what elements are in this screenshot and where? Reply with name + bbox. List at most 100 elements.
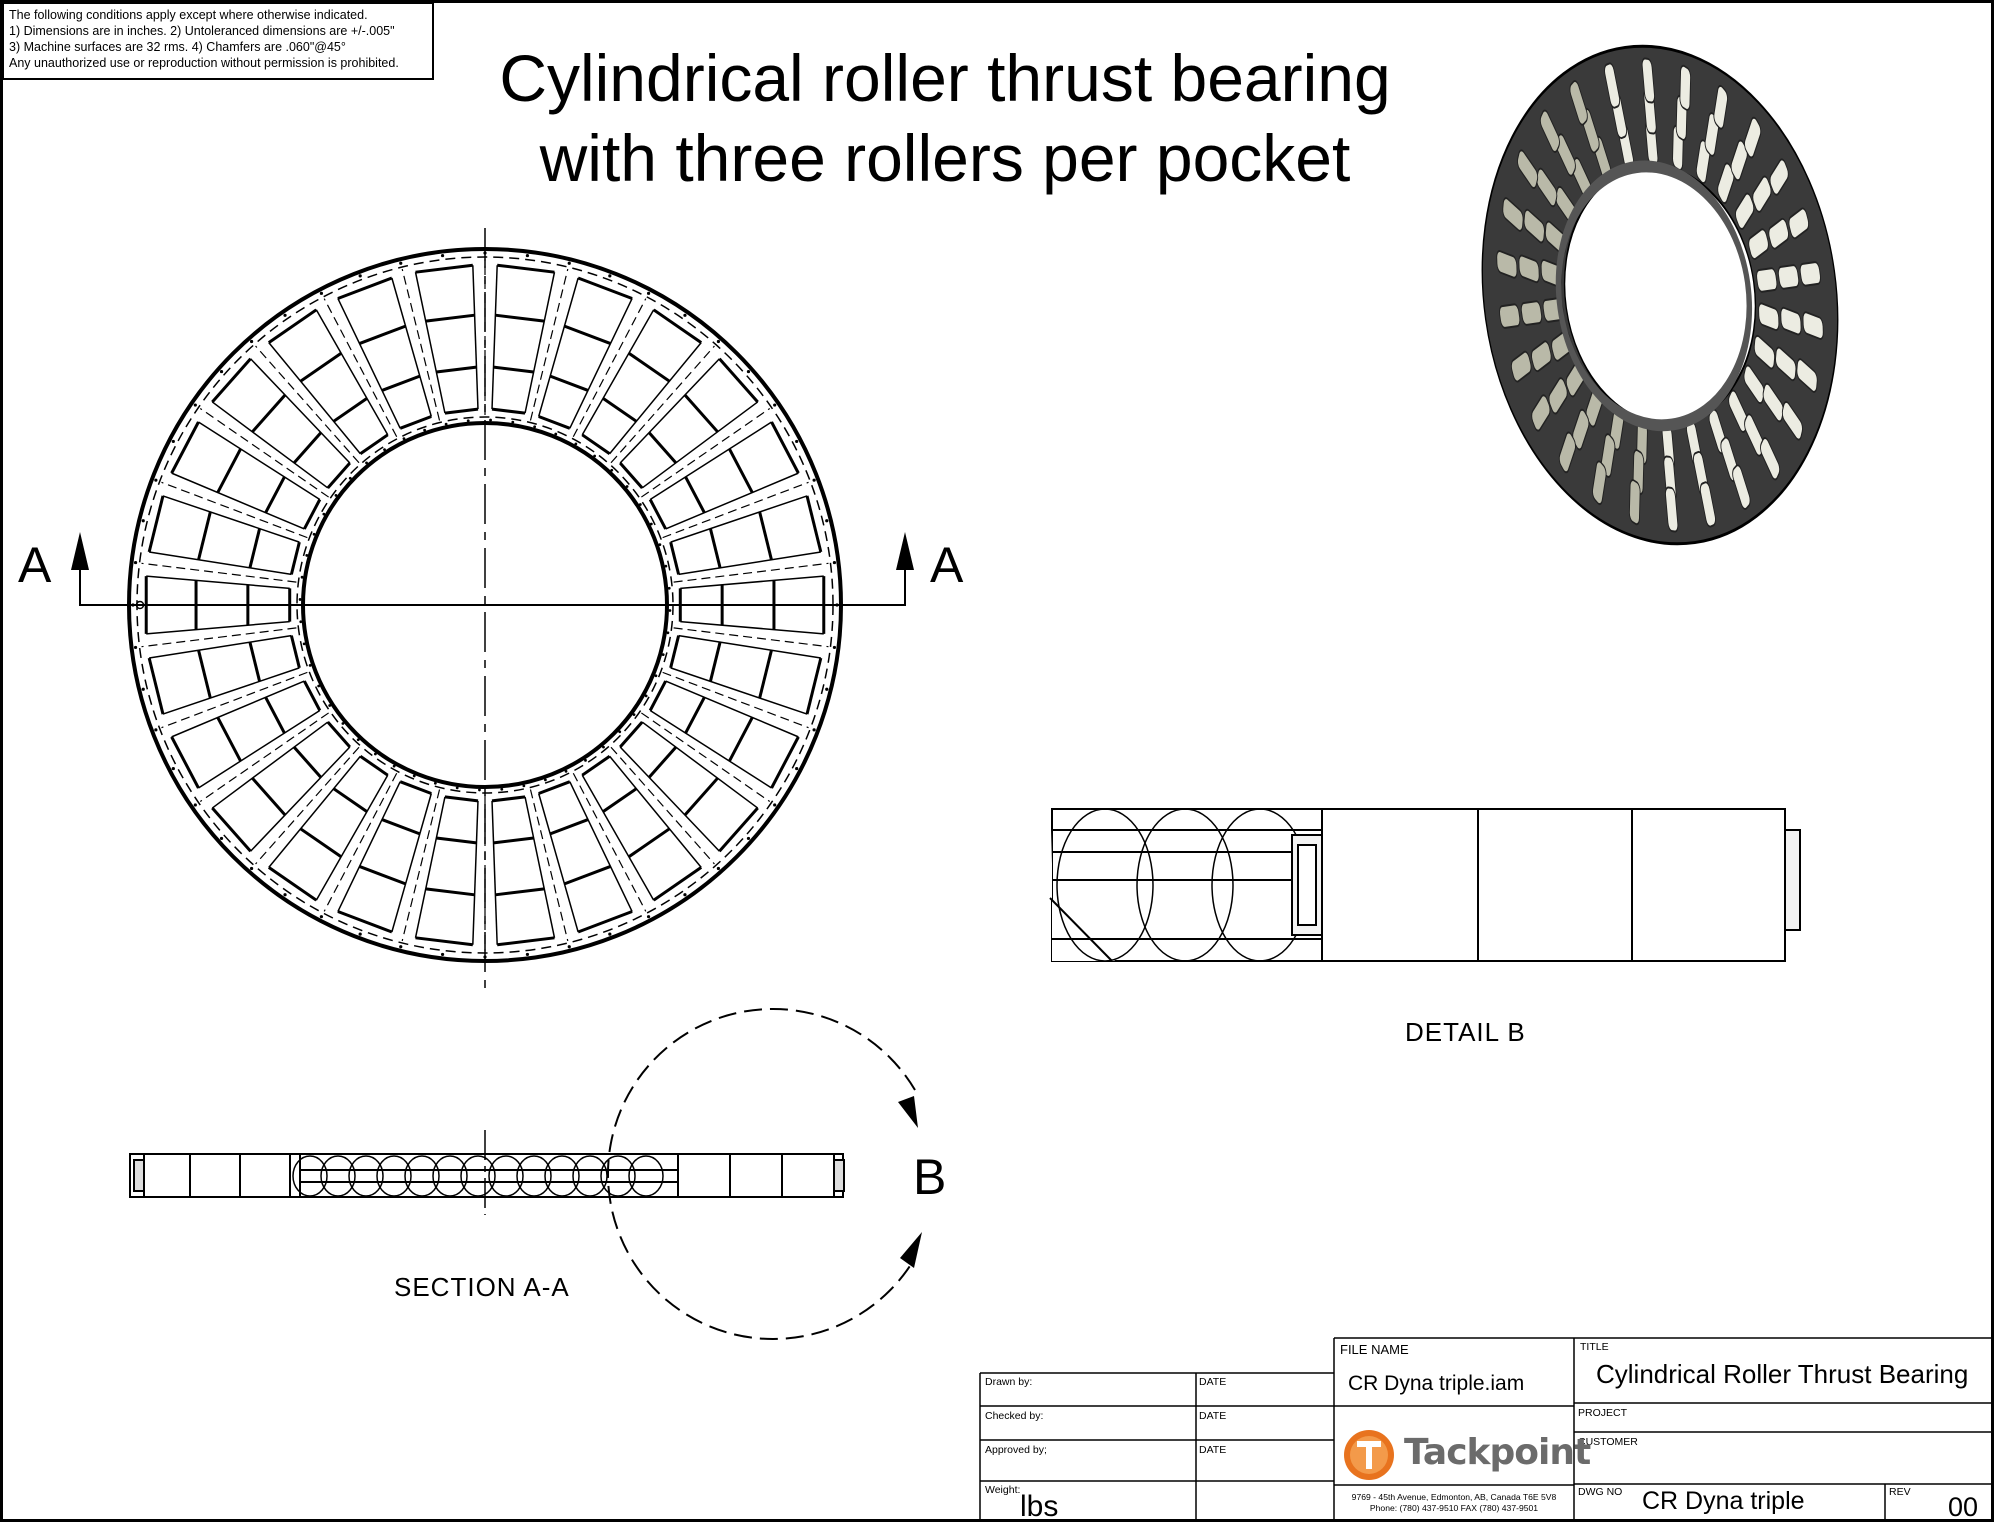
pocket-side <box>162 495 300 543</box>
roller-edge <box>381 374 421 392</box>
ring-dot <box>574 442 578 446</box>
ring-dot <box>608 932 612 936</box>
detail-cutaway <box>1050 830 1115 961</box>
iso-roller <box>1796 358 1818 393</box>
ring-dot <box>133 560 138 565</box>
pocket-side <box>524 796 556 938</box>
ring-dot <box>812 728 816 732</box>
drawing-title-line-1: Cylindrical roller thrust bearing <box>499 41 1391 115</box>
roller-edge <box>718 807 759 853</box>
roller-edge <box>496 936 555 947</box>
section-roller-ellipse <box>404 1155 440 1197</box>
pocket-side <box>250 746 351 852</box>
section-cage-right <box>833 1159 845 1192</box>
cage-separator <box>255 746 360 865</box>
ring-dot <box>632 713 636 717</box>
roller-edge <box>770 421 800 474</box>
roller-edge <box>147 657 165 715</box>
pocket-side <box>569 298 633 429</box>
roller-edge <box>358 324 407 345</box>
roller-edge <box>648 680 667 712</box>
section-arrow-left <box>71 532 89 570</box>
section-roller-ellipse <box>460 1155 496 1197</box>
roller-edge <box>170 736 200 789</box>
section-cage-left <box>133 1159 145 1192</box>
rev-label: REV <box>1889 1486 1911 1498</box>
roller-edge <box>549 818 589 836</box>
notes-line-2: 1) Dimensions are in inches. 2) Untolera… <box>9 24 395 38</box>
detail-cut-edge <box>1049 897 1113 962</box>
ring-dot <box>478 788 481 792</box>
notes-line-3: 3) Machine surfaces are 32 rms. 4) Chamf… <box>9 40 346 54</box>
ring-dot <box>154 478 158 482</box>
ring-dot <box>584 758 587 762</box>
iso-roller <box>1548 377 1568 415</box>
ring-dot <box>440 952 445 957</box>
roller-edge <box>399 780 432 795</box>
iso-roller <box>1777 264 1800 290</box>
roller-edge <box>251 777 287 817</box>
phone-line: Phone: (780) 437-9510 FAX (780) 437-9501 <box>1369 1503 1539 1513</box>
roller-edge <box>303 498 322 530</box>
ring-dot <box>334 493 338 497</box>
ring-dot <box>658 543 662 547</box>
roller-edge <box>326 721 351 748</box>
ring-dot <box>171 439 175 444</box>
pocket-side <box>569 781 633 912</box>
roller-edge <box>628 351 671 383</box>
ring-dot <box>423 428 427 432</box>
iso-roller <box>1732 464 1751 510</box>
roller-edge <box>267 308 318 344</box>
detail-arrow-bottom <box>900 1232 922 1268</box>
ring-dot <box>644 694 648 698</box>
roller-edge <box>211 807 252 853</box>
roller-edge <box>326 462 351 489</box>
ring-dot <box>812 478 816 482</box>
file-name-value: CR Dyna triple.iam <box>1348 1372 1525 1395</box>
roller-edge <box>669 541 681 575</box>
iso-roller <box>1756 267 1778 293</box>
ring-dot <box>511 420 515 424</box>
pocket-side <box>581 774 655 901</box>
ring-dot <box>664 564 668 568</box>
ring-dot <box>716 339 721 344</box>
roller-edge <box>805 495 823 553</box>
roller-edge <box>758 649 773 699</box>
roller-edge <box>415 936 474 947</box>
roller-edge <box>683 393 719 433</box>
iso-roller <box>1752 175 1772 213</box>
cage-separator <box>662 481 809 539</box>
roller-edge <box>495 887 545 897</box>
roller-edge <box>425 313 475 323</box>
cage-separator <box>141 627 297 648</box>
ring-dot <box>302 642 306 646</box>
roller-edge <box>292 746 323 779</box>
ring-dot <box>832 560 837 565</box>
roller-edge <box>436 836 477 845</box>
pocket-side <box>609 342 702 455</box>
roller-edge <box>491 407 526 415</box>
iso-roller <box>1510 350 1532 383</box>
ring-dot <box>773 803 777 807</box>
drawing-title: Cylindrical roller thrust bearing with t… <box>380 38 1510 198</box>
iso-roller <box>1744 116 1762 159</box>
ring-dot <box>433 781 437 785</box>
section-roller-ellipse <box>600 1155 636 1197</box>
roller-edge <box>264 696 286 734</box>
ring-dot <box>683 893 687 897</box>
ring-dot <box>141 687 145 691</box>
ring-dot <box>193 403 197 407</box>
roller-edge <box>248 528 262 569</box>
roller-edge <box>708 641 722 682</box>
roller-edge <box>264 476 286 514</box>
isometric-render <box>1481 44 1839 546</box>
iso-roller <box>1604 62 1621 109</box>
cage-separator <box>323 298 398 438</box>
detail-marker: B <box>913 1149 947 1205</box>
pocket-side <box>149 634 292 659</box>
roller-edge <box>289 541 301 575</box>
detail-arrow-top <box>898 1096 918 1128</box>
roller-edge <box>216 716 242 762</box>
roller-edge <box>619 721 644 748</box>
